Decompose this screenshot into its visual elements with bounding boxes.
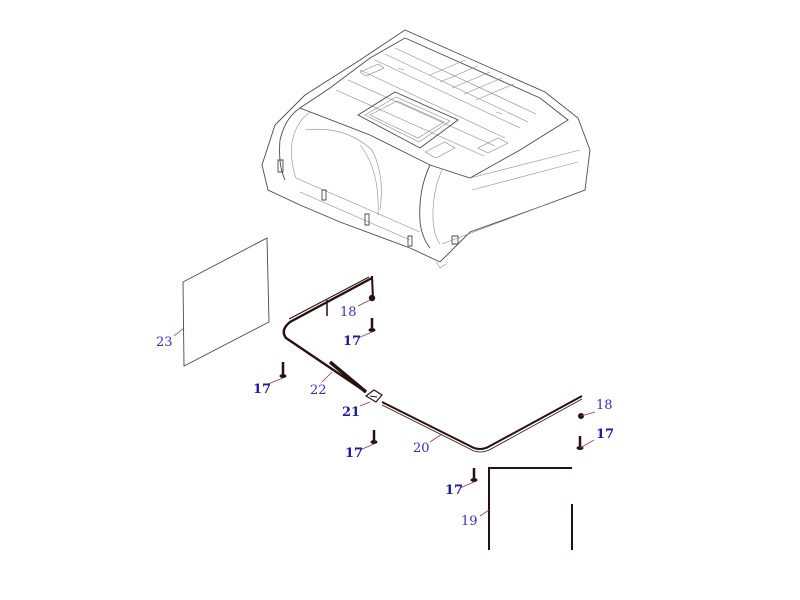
callout-17-right: 17	[596, 427, 614, 442]
part-19-corner-frame	[479, 467, 573, 550]
callout-17-lower: 17	[445, 483, 463, 498]
part-17-screw-a	[357, 318, 376, 339]
part-18-clip-a	[357, 294, 376, 307]
callout-23: 23	[156, 335, 173, 350]
part-17-screw-b	[267, 362, 287, 385]
callout-19: 19	[461, 514, 478, 529]
callout-18-upper: 18	[340, 305, 357, 320]
callout-20: 20	[413, 441, 430, 456]
part-22-seal-strip	[282, 275, 374, 394]
part-17-screw-d	[576, 436, 595, 450]
part-17-screw-e	[459, 468, 478, 489]
callout-17-middle: 17	[345, 446, 363, 461]
callout-17-upper: 17	[343, 334, 361, 349]
part-23-panel	[173, 237, 270, 367]
callout-labels: 23 18 17 17 22 21 20 17 18 17 17 19	[156, 305, 614, 529]
part-18-clip-b	[578, 411, 596, 419]
callout-22: 22	[310, 383, 327, 398]
cab-roof-illustration	[261, 29, 591, 269]
part-17-screw-c	[359, 430, 378, 451]
callout-18-right: 18	[596, 398, 613, 413]
part-20-seal-strip	[381, 395, 583, 453]
callout-21: 21	[342, 405, 360, 420]
part-21-clip	[359, 389, 383, 407]
callout-17-left: 17	[253, 382, 271, 397]
